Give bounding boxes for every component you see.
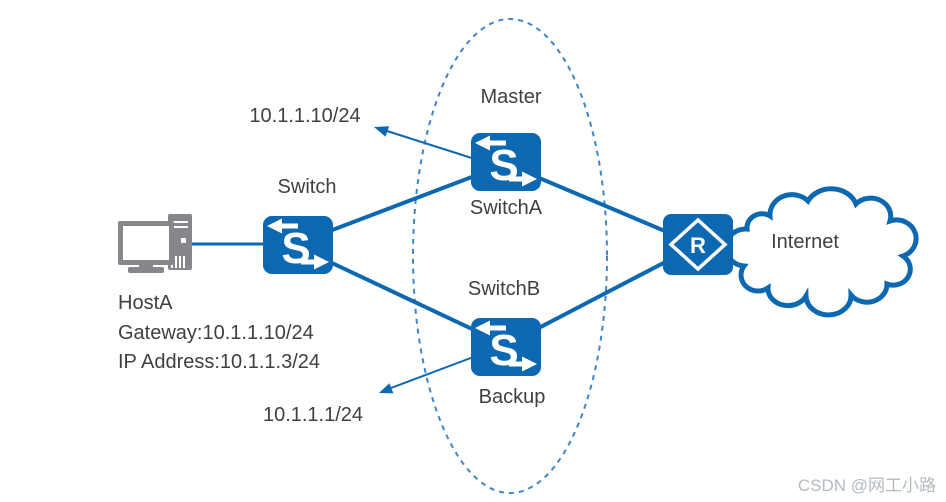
switch-arrowhead-left-icon [267,218,282,234]
arrowhead-icon [379,383,394,394]
switcha-label: SwitchA [470,197,543,219]
host-ip-label: IP Address:10.1.1.3/24 [118,351,320,373]
master-role-label: Master [480,86,541,108]
switcha-arrowhead-right-icon [522,171,537,187]
switchb-arrowhead-left-icon [475,320,490,336]
router-diamond-icon [668,217,728,272]
switchb-arrowhead-right-icon [522,356,537,372]
switchb-label: SwitchB [468,278,540,300]
switch-glyph: S [281,224,310,273]
switcha-arrowhead-left-icon [475,135,490,151]
switchb-glyph: S [489,326,518,375]
watermark: CSDN @网工小路 [798,476,936,495]
switch-icon: S [263,216,333,274]
backup-role-label: Backup [479,386,546,408]
switchb-virtual-ip-label: 10.1.1.1/24 [263,404,363,426]
vrrp-group-ellipse [412,18,608,494]
host-computer-icon [118,214,192,273]
host-name-label: HostA [118,292,173,314]
internet-cloud-icon [723,186,919,318]
switcha-icon: S [471,133,541,191]
switch-arrowhead-right-icon [314,254,329,270]
internet-label: Internet [771,231,839,253]
host-gateway-label: Gateway:10.1.1.10/24 [118,322,314,344]
router-icon: R [663,214,733,275]
switch-label: Switch [278,176,337,198]
switcha-virtual-ip-label: 10.1.1.10/24 [249,105,360,127]
switchb-icon: S [471,318,541,376]
router-glyph: R [690,233,706,258]
switcha-glyph: S [489,141,518,190]
arrowhead-icon [374,126,390,137]
